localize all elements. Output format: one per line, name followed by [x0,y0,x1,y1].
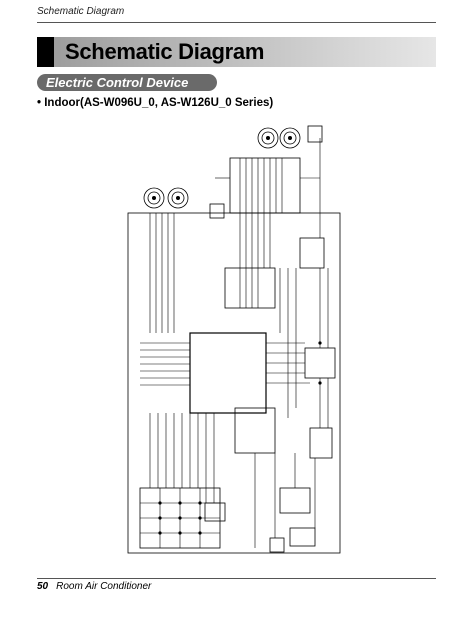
page-title: Schematic Diagram [65,39,265,64]
title-block [37,37,54,67]
header-rule [37,22,436,23]
footer-product: Room Air Conditioner [56,581,152,592]
title-bar [37,37,436,67]
footer-rule [37,578,436,579]
page-footer: 50 Room Air Conditioner [37,581,151,592]
schematic-diagram [127,125,341,554]
running-header: Schematic Diagram [37,6,125,17]
model-subheading: • Indoor(AS-W096U_0, AS-W126U_0 Series) [37,97,274,109]
section-title: Electric Control Device [46,75,189,90]
section-bar [37,74,217,91]
page-number: 50 [37,581,49,592]
